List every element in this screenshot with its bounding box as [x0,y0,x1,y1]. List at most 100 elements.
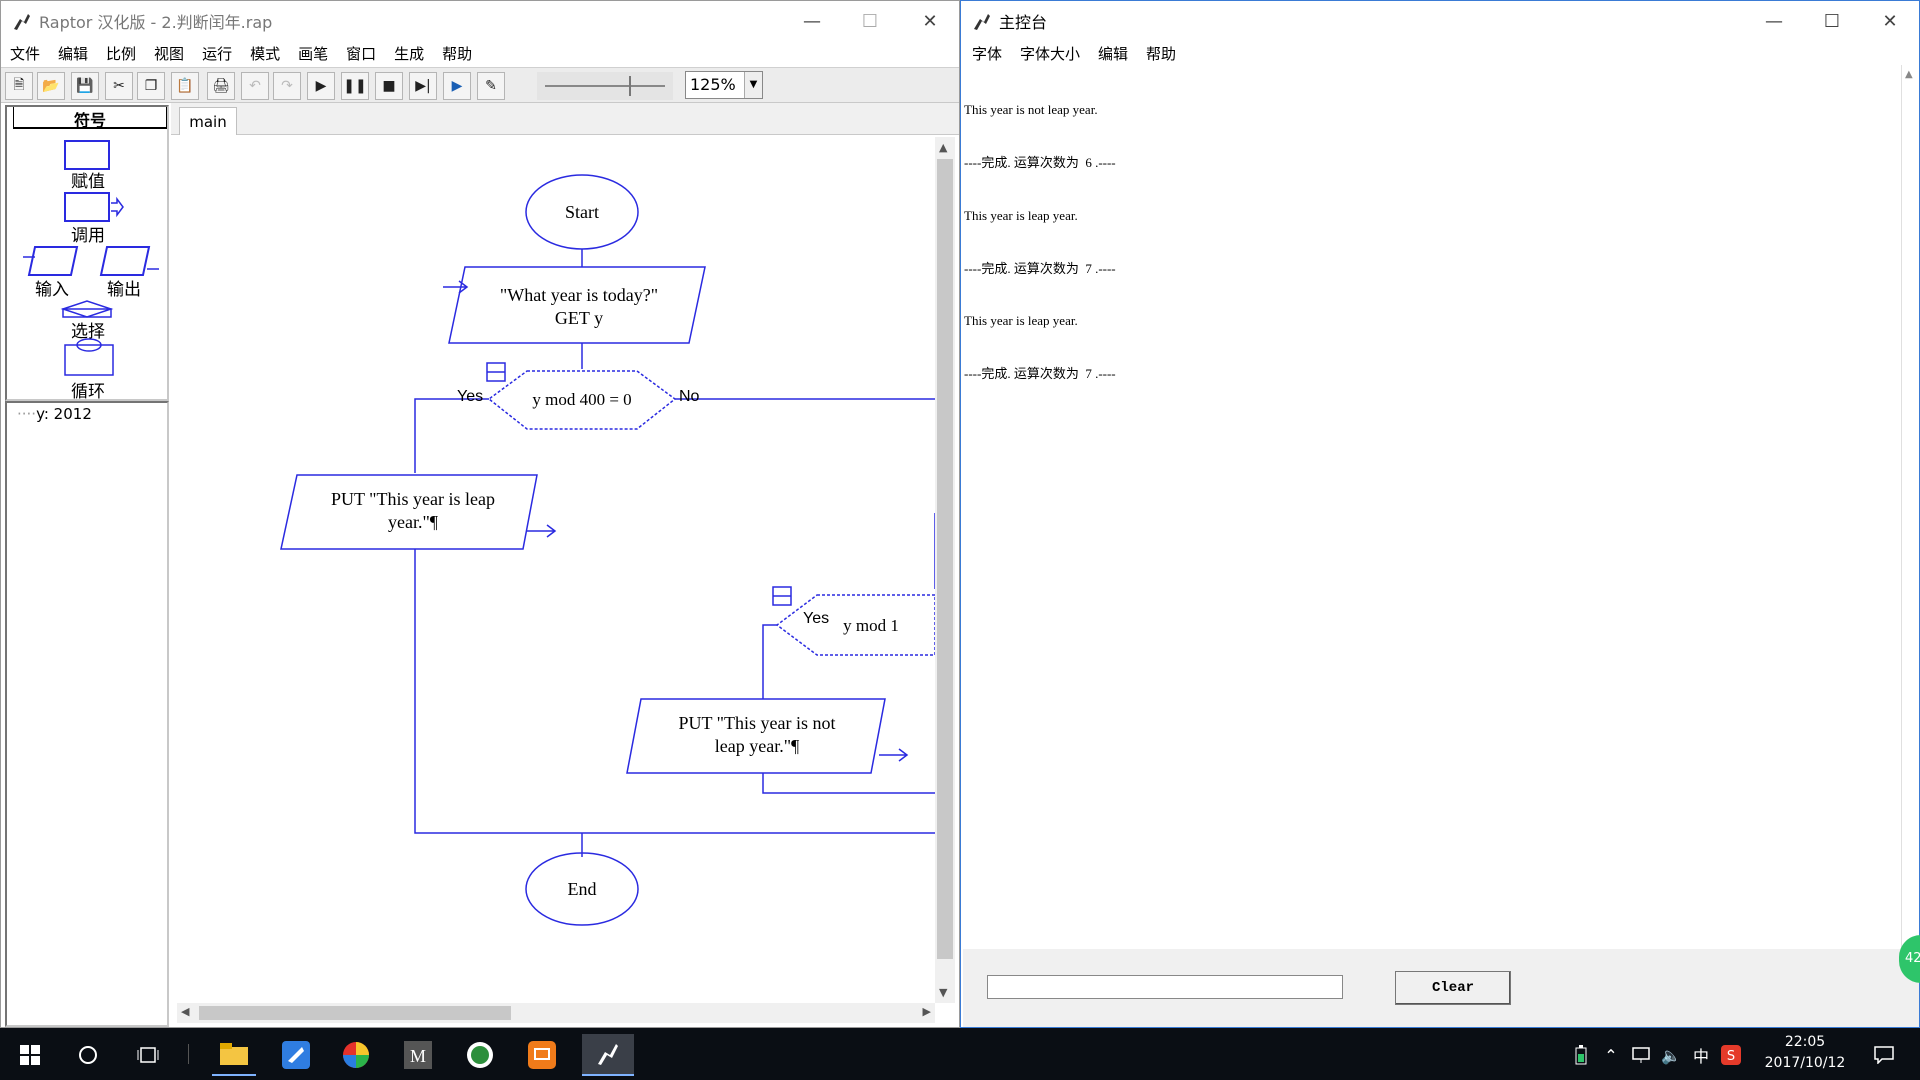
cortana-search-icon[interactable] [66,1034,110,1076]
clock[interactable]: 22:05 2017/10/12 [1750,1032,1860,1076]
sogou-ime-icon[interactable]: S [1716,1034,1746,1076]
speed-slider-thumb[interactable] [629,76,639,96]
input-node [448,266,706,344]
menu-edit[interactable]: 编辑 [58,44,89,63]
step-button[interactable]: ▶| [409,72,437,100]
put-not-line1: PUT "This year is not [678,713,835,733]
no-label: No [679,388,700,405]
raptor-titlebar[interactable]: Raptor 汉化版 - 2.判断闰年.rap [1,1,959,41]
zoom-select[interactable]: 125% ▼ [685,71,763,99]
menu-run[interactable]: 运行 [202,44,233,63]
symbols-shapes [23,140,159,376]
symbols-panel: 符号 赋值 调用 输入 输出 选择 循环 [5,105,169,402]
print-button[interactable]: 🖨 [207,72,235,100]
menu-help[interactable]: 帮助 [442,44,473,63]
call-arrow-icon [111,196,124,218]
menu-scale[interactable]: 比例 [106,44,137,63]
run-button[interactable]: ▶ [307,72,335,100]
canvas-horizontal-scrollbar[interactable]: ◀ ▶ [177,1003,935,1023]
console-scrollbar[interactable]: ▲ [1901,65,1919,949]
console-minimize-button[interactable]: — [1765,10,1783,32]
chevron-down-icon[interactable]: ▼ [744,72,762,98]
symbol-output-label[interactable]: 输出 [107,280,141,300]
console-input[interactable] [987,975,1343,999]
horizontal-scroll-thumb[interactable] [199,1006,511,1020]
taskbar-separator [188,1044,189,1064]
start-label: Start [565,202,599,222]
paste-button[interactable]: 📋 [171,72,199,100]
menu-generate[interactable]: 生成 [394,44,425,63]
undo-button[interactable]: ↶ [241,72,269,100]
symbol-select-label[interactable]: 选择 [71,322,105,342]
menu-mode[interactable]: 模式 [250,44,281,63]
green-app-icon[interactable] [458,1034,502,1076]
zoom-value: 125% [690,75,736,94]
menu-font[interactable]: 字体 [972,44,1003,63]
redo-button[interactable]: ↷ [273,72,301,100]
pen-button[interactable]: ✎ [477,72,505,100]
tab-main[interactable]: main [179,107,237,135]
network-icon[interactable] [1626,1034,1656,1076]
console-close-button[interactable]: ✕ [1882,10,1898,32]
windows-start-icon[interactable] [8,1034,52,1076]
flowchart-canvas[interactable]: Start "What year is today?" GET y y mod … [177,137,935,1003]
input-get-label: GET y [555,308,603,328]
menu-console-help[interactable]: 帮助 [1146,44,1177,63]
task-view-icon[interactable] [126,1034,170,1076]
minimize-button[interactable]: — [803,10,821,32]
color-wheel-app-icon[interactable] [334,1034,378,1076]
console-line: ----完成. 运算次数为 6 .---- [964,154,1116,170]
canvas-vertical-scrollbar[interactable]: ▲ ▼ [935,137,955,1003]
cut-button[interactable]: ✂ [105,72,133,100]
raptor-logo-icon [14,14,30,30]
console-output[interactable] [963,65,1901,949]
feather-app-icon[interactable] [274,1034,318,1076]
menu-window[interactable]: 窗口 [346,44,377,63]
close-button[interactable]: ✕ [922,10,938,32]
end-label: End [568,879,597,899]
symbol-loop-label[interactable]: 循环 [71,382,105,402]
speed-slider[interactable] [537,72,673,100]
file-explorer-icon[interactable] [212,1034,256,1076]
put-leap-line2: year."¶ [388,512,438,532]
menu-console-edit[interactable]: 编辑 [1098,44,1129,63]
put-leap-node [280,474,538,550]
clear-button[interactable]: Clear [1395,971,1511,1005]
menu-file[interactable]: 文件 [10,44,41,63]
vertical-scroll-thumb[interactable] [937,159,953,959]
menu-view[interactable]: 视图 [154,44,185,63]
svg-text:M: M [410,1046,426,1066]
new-file-button[interactable]: 🗎 [5,72,33,100]
console-lines: This year is not leap year. ----完成. 运算次数… [964,66,1116,400]
show-hidden-icons-icon[interactable]: ⌃ [1604,1045,1618,1065]
variable-item[interactable]: ····y: 2012 [17,405,92,423]
console-maximize-button[interactable]: ☐ [1823,10,1841,32]
open-file-button[interactable]: 📂 [37,72,65,100]
copy-button[interactable]: ❐ [137,72,165,100]
step-into-button[interactable]: ▶ [443,72,471,100]
console-titlebar[interactable]: 主控台 [961,1,1919,41]
save-button[interactable]: 💾 [71,72,99,100]
decision1-node [487,370,677,430]
pause-button[interactable]: ❚❚ [341,72,369,100]
battery-icon[interactable] [1566,1034,1596,1076]
floating-badge[interactable]: 42 [1899,935,1920,983]
volume-icon[interactable]: 🔈 [1661,1045,1681,1065]
symbol-assign-label[interactable]: 赋值 [71,172,105,192]
raptor-menubar: 文件 编辑 比例 视图 运行 模式 画笔 窗口 生成 帮助 [1,41,959,65]
symbol-input-label[interactable]: 输入 [35,280,69,300]
m-app-icon[interactable]: M [396,1034,440,1076]
ime-indicator[interactable]: 中 [1692,1047,1709,1066]
action-center-icon[interactable] [1862,1034,1906,1076]
call-symbol [64,192,110,222]
console-line: This year is not leap year. [964,102,1098,118]
symbol-call-label[interactable]: 调用 [71,226,105,246]
svg-text:S: S [1727,1049,1735,1064]
console-line: ----完成. 运算次数为 7 .---- [964,366,1116,382]
stop-button[interactable]: ■ [375,72,403,100]
menu-pen[interactable]: 画笔 [298,44,329,63]
presentation-app-icon[interactable] [520,1034,564,1076]
maximize-button[interactable]: ☐ [861,10,879,32]
menu-font-size[interactable]: 字体大小 [1020,44,1081,63]
raptor-taskbar-icon[interactable] [582,1034,634,1076]
